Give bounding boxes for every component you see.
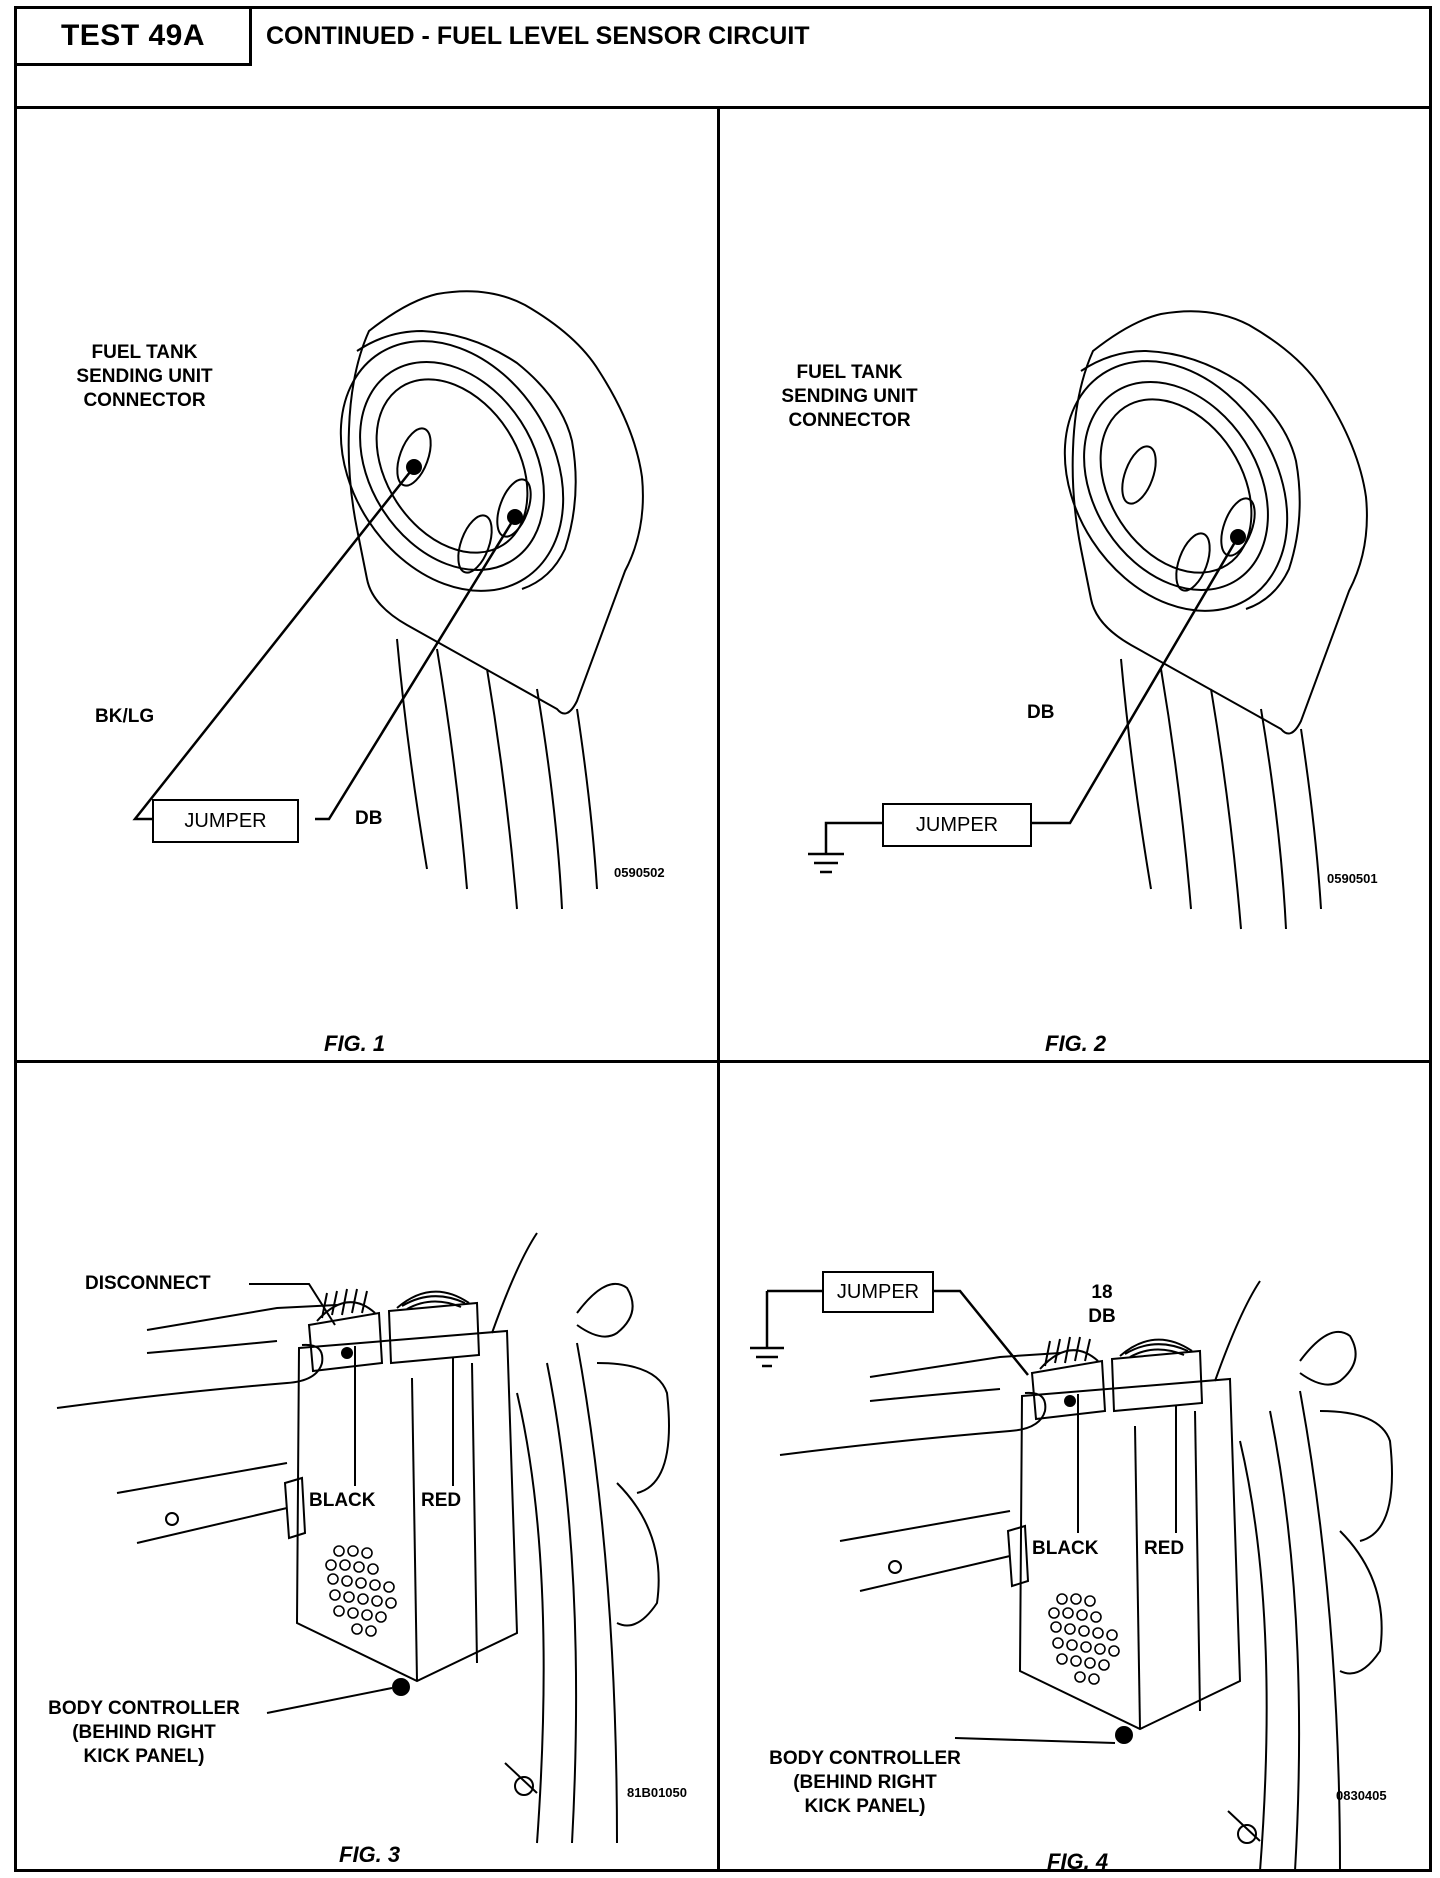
fig1-connector-label-line2: SENDING UNIT [76,366,213,387]
figure-3-panel: DISCONNECT BLACK RED BODY CONTROLLER (BE… [17,1063,717,1872]
fig3-controller-label-line1: BODY CONTROLLER [48,1698,240,1719]
horizontal-divider [17,1060,1429,1063]
fig4-wire-gauge: 18 [1091,1282,1113,1303]
fig3-disconnect-label: DISCONNECT [85,1273,211,1294]
fig4-controller-label-line2: (BEHIND RIGHT [793,1772,937,1793]
fig3-controller-label-line2: (BEHIND RIGHT [72,1722,216,1743]
fig1-code: 0590502 [614,865,665,880]
fig4-jumper-box: JUMPER [822,1271,934,1313]
page-header: TEST 49A CONTINUED - FUEL LEVEL SENSOR C… [17,9,1429,109]
figure-4-panel: JUMPER 18 DB BLACK RED BODY CONTROLLER (… [720,1063,1435,1874]
fig3-controller-label-line3: KICK PANEL) [83,1746,205,1767]
fig2-code: 0590501 [1327,871,1378,886]
fig1-wire-bklg: BK/LG [95,706,155,727]
fig2-caption: FIG. 2 [1045,1031,1107,1056]
fig4-body-controller-drawing [750,1280,1393,1872]
fig1-connector-drawing [132,290,644,910]
fig4-wire-color: DB [1088,1306,1116,1327]
fig3-caption: FIG. 3 [339,1842,401,1867]
fig2-connector-label-line3: CONNECTOR [788,410,911,431]
fig1-connector-label-line3: CONNECTOR [83,390,206,411]
fig4-wire-label: 18 DB [1082,1281,1122,1329]
fig2-wire-db: DB [1027,702,1055,723]
fig4-red-label: RED [1144,1538,1185,1559]
fig3-black-label: BLACK [309,1490,376,1511]
fig1-connector-label-line1: FUEL TANK [91,342,198,363]
fig4-controller-label-line1: BODY CONTROLLER [769,1748,961,1769]
fig1-caption: FIG. 1 [324,1031,386,1056]
fig2-connector-label-line1: FUEL TANK [796,362,903,383]
fig1-wire-db: DB [355,808,383,829]
fig4-controller-label-line3: KICK PANEL) [804,1796,926,1817]
diagnostic-page: TEST 49A CONTINUED - FUEL LEVEL SENSOR C… [14,6,1435,1874]
test-id-box: TEST 49A [17,9,252,66]
fig3-red-label: RED [421,1490,462,1511]
fig1-connector-label: FUEL TANK SENDING UNIT CONNECTOR [57,341,232,413]
fig2-connector-label: FUEL TANK SENDING UNIT CONNECTOR [762,361,937,433]
fig1-jumper-box: JUMPER [152,799,299,843]
fig2-connector-label-line2: SENDING UNIT [781,386,918,407]
page-title: CONTINUED - FUEL LEVEL SENSOR CIRCUIT [266,22,810,50]
figure-1-panel: FUEL TANK SENDING UNIT CONNECTOR BK/LG J… [17,109,717,1060]
fig4-controller-label: BODY CONTROLLER (BEHIND RIGHT KICK PANEL… [740,1747,990,1819]
fig4-caption: FIG. 4 [1047,1849,1109,1874]
figure-2-panel: FUEL TANK SENDING UNIT CONNECTOR DB JUMP… [720,109,1435,1060]
fig3-code: 81B01050 [627,1785,687,1800]
fig4-black-label: BLACK [1032,1538,1099,1559]
fig4-code: 0830405 [1336,1788,1387,1803]
fig3-controller-label: BODY CONTROLLER (BEHIND RIGHT KICK PANEL… [19,1697,269,1769]
fig2-connector-drawing [808,310,1368,930]
fig3-body-controller-drawing [56,1232,670,1844]
vertical-divider [717,109,720,1872]
fig2-jumper-box: JUMPER [882,803,1032,847]
